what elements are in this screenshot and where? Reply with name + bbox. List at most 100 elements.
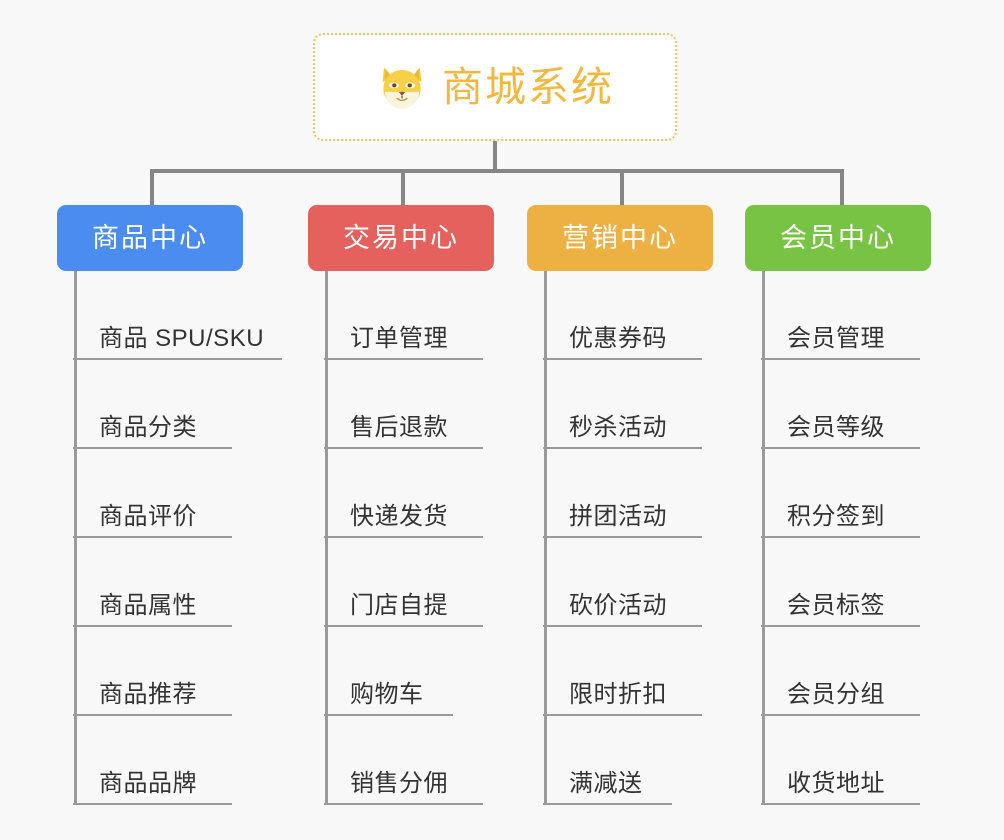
- branch-trunk-line: [74, 271, 77, 805]
- leaf-item-label: 满减送: [569, 770, 643, 797]
- branch-head-3[interactable]: 营销中心: [527, 205, 713, 271]
- leaf-list: 会员管理会员等级积分签到会员标签会员分组收货地址: [745, 271, 920, 805]
- leaf-item[interactable]: 商品分类: [57, 360, 270, 449]
- root-title: 商城系统: [442, 63, 614, 110]
- branch-head-label: 营销中心: [562, 222, 678, 253]
- branch-column-2: 交易中心订单管理售后退款快递发货门店自提购物车销售分佣: [308, 205, 494, 805]
- leaf-item-label: 售后退款: [350, 414, 448, 441]
- leaf-item[interactable]: 售后退款: [308, 360, 483, 449]
- leaf-item[interactable]: 秒杀活动: [527, 360, 702, 449]
- branch-column-4: 会员中心会员管理会员等级积分签到会员标签会员分组收货地址: [745, 205, 931, 805]
- leaf-underline: [761, 714, 920, 716]
- leaf-item-label: 门店自提: [350, 592, 448, 619]
- leaf-item-label: 销售分佣: [350, 770, 448, 797]
- leaf-item[interactable]: 积分签到: [745, 449, 920, 538]
- leaf-item[interactable]: 满减送: [527, 716, 673, 805]
- leaf-item-label: 会员等级: [787, 414, 885, 441]
- branch-head-label: 交易中心: [343, 222, 459, 253]
- horizontal-bus-connector: [150, 169, 844, 173]
- leaf-item-label: 购物车: [350, 681, 424, 708]
- branch-column-3: 营销中心优惠券码秒杀活动拼团活动砍价活动限时折扣满减送: [527, 205, 713, 805]
- leaf-item[interactable]: 会员标签: [745, 538, 920, 627]
- leaf-underline: [73, 536, 232, 538]
- leaf-underline: [761, 803, 920, 805]
- leaf-item-label: 秒杀活动: [569, 414, 667, 441]
- branch-column-1: 商品中心商品 SPU/SKU 商品分类商品评价商品属性商品推荐商品品牌: [57, 205, 282, 805]
- branch-trunk-line: [325, 271, 328, 805]
- branch-drop-connector: [840, 169, 844, 205]
- leaf-item-label: 商品属性: [99, 592, 197, 619]
- leaf-item[interactable]: 收货地址: [745, 716, 920, 805]
- branch-trunk-line: [544, 271, 547, 805]
- branch-head-4[interactable]: 会员中心: [745, 205, 931, 271]
- leaf-item[interactable]: 会员管理: [745, 271, 920, 360]
- leaf-item-label: 商品评价: [99, 503, 197, 530]
- leaf-item[interactable]: 销售分佣: [308, 716, 483, 805]
- shiba-dog-face-icon: [382, 67, 422, 109]
- leaf-item-label: 快递发货: [350, 503, 448, 530]
- leaf-item-label: 优惠券码: [569, 325, 667, 352]
- leaf-list: 优惠券码秒杀活动拼团活动砍价活动限时折扣满减送: [527, 271, 702, 805]
- leaf-item-label: 会员管理: [787, 325, 885, 352]
- leaf-item-label: 收货地址: [787, 770, 885, 797]
- branch-drop-connector: [150, 169, 154, 205]
- branch-head-label: 会员中心: [780, 222, 896, 253]
- root-stem-connector: [493, 141, 497, 172]
- leaf-item[interactable]: 订单管理: [308, 271, 483, 360]
- leaf-underline: [324, 625, 483, 627]
- leaf-item[interactable]: 快递发货: [308, 449, 483, 538]
- leaf-underline: [73, 803, 232, 805]
- leaf-item[interactable]: 商品属性: [57, 538, 270, 627]
- branch-head-1[interactable]: 商品中心: [57, 205, 243, 271]
- leaf-underline: [761, 447, 920, 449]
- leaf-item[interactable]: 商品品牌: [57, 716, 270, 805]
- leaf-underline: [543, 447, 702, 449]
- leaf-underline: [73, 358, 282, 360]
- branch-drop-connector: [401, 169, 405, 205]
- leaf-item-label: 会员标签: [787, 592, 885, 619]
- leaf-underline: [324, 803, 483, 805]
- root-node[interactable]: 商城系统: [313, 33, 677, 141]
- leaf-item[interactable]: 会员分组: [745, 627, 920, 716]
- leaf-underline: [324, 358, 483, 360]
- leaf-underline: [543, 625, 702, 627]
- leaf-item[interactable]: 会员等级: [745, 360, 920, 449]
- leaf-list: 商品 SPU/SKU 商品分类商品评价商品属性商品推荐商品品牌: [57, 271, 282, 805]
- leaf-item[interactable]: 门店自提: [308, 538, 483, 627]
- leaf-item-label: 商品 SPU/SKU: [99, 325, 265, 352]
- branch-head-2[interactable]: 交易中心: [308, 205, 494, 271]
- leaf-underline: [761, 536, 920, 538]
- branch-drop-connector: [620, 169, 624, 205]
- leaf-item-label: 限时折扣: [569, 681, 667, 708]
- leaf-item-label: 拼团活动: [569, 503, 667, 530]
- leaf-underline: [543, 358, 702, 360]
- leaf-underline: [761, 625, 920, 627]
- leaf-underline: [543, 714, 702, 716]
- leaf-item[interactable]: 商品推荐: [57, 627, 270, 716]
- leaf-item[interactable]: 拼团活动: [527, 449, 702, 538]
- leaf-item[interactable]: 限时折扣: [527, 627, 702, 716]
- leaf-item-label: 商品推荐: [99, 681, 197, 708]
- leaf-item[interactable]: 购物车: [308, 627, 454, 716]
- leaf-item[interactable]: 砍价活动: [527, 538, 702, 627]
- leaf-item-label: 商品品牌: [99, 770, 197, 797]
- leaf-underline: [543, 803, 672, 805]
- leaf-underline: [543, 536, 702, 538]
- leaf-item[interactable]: 商品评价: [57, 449, 270, 538]
- leaf-underline: [73, 447, 232, 449]
- leaf-item-label: 商品分类: [99, 414, 197, 441]
- leaf-item[interactable]: 优惠券码: [527, 271, 702, 360]
- leaf-item-label: 砍价活动: [569, 592, 667, 619]
- leaf-item-label: 积分签到: [787, 503, 885, 530]
- leaf-list: 订单管理售后退款快递发货门店自提购物车销售分佣: [308, 271, 483, 805]
- leaf-underline: [73, 714, 232, 716]
- leaf-underline: [324, 714, 453, 716]
- leaf-item-label: 会员分组: [787, 681, 885, 708]
- leaf-underline: [73, 625, 232, 627]
- leaf-underline: [761, 358, 920, 360]
- branch-trunk-line: [762, 271, 765, 805]
- leaf-item[interactable]: 商品 SPU/SKU: [57, 271, 282, 360]
- branch-head-label: 商品中心: [92, 222, 208, 253]
- leaf-item-label: 订单管理: [350, 325, 448, 352]
